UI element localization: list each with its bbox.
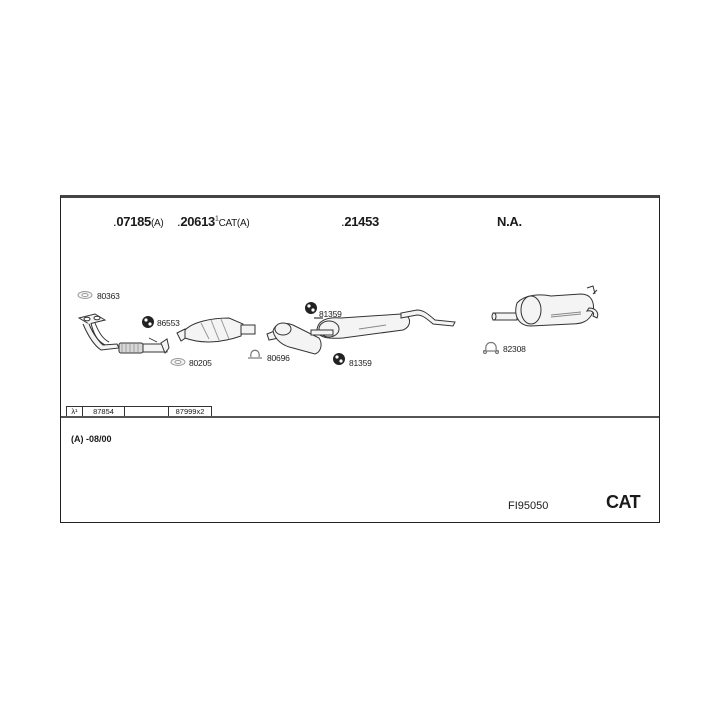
rubber-hanger-icon <box>142 316 154 328</box>
exhaust-diagram-frame: .07185(A) .206131CAT(A) .21453 N.A. <box>60 195 660 523</box>
exhaust-system-drawing <box>77 285 599 366</box>
group-label: N.A. <box>497 214 522 229</box>
middle-silencer-part <box>310 309 456 339</box>
group-number: 20613 <box>180 214 215 229</box>
section-divider <box>61 416 659 418</box>
gasket-icon <box>77 291 93 299</box>
group-superscript: 1 <box>214 215 219 223</box>
catalytic-converter-part <box>176 317 256 343</box>
part-number-gasket-cat: 80205 <box>189 358 212 368</box>
system-type-label: CAT <box>606 492 641 512</box>
rubber-hanger-icon <box>333 353 345 365</box>
group-number: 21453 <box>344 214 379 229</box>
sensor-part-number <box>125 407 169 417</box>
part-number-hanger-mid-bottom: 81359 <box>349 358 372 368</box>
validity-note: (A) -08/00 <box>71 434 112 444</box>
part-number-hanger-mid-top: 81359 <box>319 309 342 319</box>
part-number-clamp-rear: 82308 <box>503 344 526 354</box>
part-number-hanger-front: 86553 <box>157 318 180 328</box>
group-suffix: (A) <box>150 218 164 229</box>
part-number-gasket-front: 80363 <box>97 291 120 301</box>
group-suffix: CAT(A) <box>218 218 250 229</box>
rear-silencer-part <box>491 285 599 327</box>
sensor-part-number: 87999x2 <box>175 407 205 416</box>
group-catalyst: .206131CAT(A) <box>177 214 250 229</box>
group-front-pipe: .07185(A) <box>113 214 164 229</box>
diagram-code: FI95050 <box>508 500 549 512</box>
group-rear-silencer: N.A. <box>497 214 522 229</box>
gasket-icon <box>170 358 186 366</box>
rubber-hanger-icon <box>305 302 317 314</box>
front-pipe-part <box>77 313 170 354</box>
group-middle-silencer: .21453 <box>341 214 379 229</box>
group-number: 07185 <box>116 214 151 229</box>
front-silencer-part <box>266 322 322 355</box>
part-number-clamp-mid: 80696 <box>267 353 290 363</box>
lambda-symbol: λ¹ <box>67 407 83 417</box>
clamp-icon <box>482 341 500 355</box>
sensor-part-number: 87854 <box>83 407 125 417</box>
clamp-icon <box>248 349 262 359</box>
